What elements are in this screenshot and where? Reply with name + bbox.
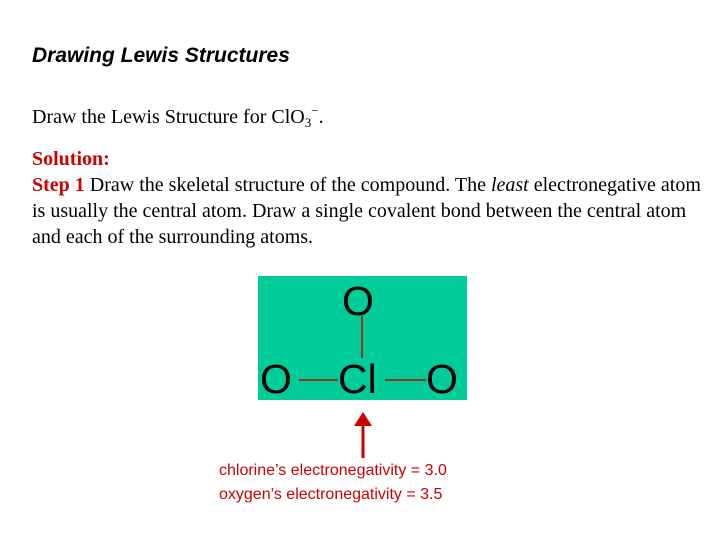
step-text-after: electronegative atom is usually the cent… [32,174,701,248]
step-1-paragraph: Step 1 Draw the skeletal structure of th… [32,172,704,250]
oxygen-electronegativity: oxygen’s electronegativity = 3.5 [219,486,443,503]
chlorine-electronegativity: chlorine’s electronegativity = 3.0 [219,462,447,479]
step-text-before: Draw the skeletal structure of the compo… [84,174,491,196]
formula-charge: − [311,103,319,118]
atom-oxygen-right: O [426,356,458,402]
question-text: Draw the Lewis Structure for ClO3−. [32,103,324,131]
atom-chlorine-center: Cl [338,356,377,402]
slide-title: Drawing Lewis Structures [32,44,290,67]
question-prefix: Draw the Lewis Structure for ClO [32,106,305,128]
step-label: Step 1 [32,174,85,196]
electronegativity-notes: chlorine’s electronegativity = 3.0 oxyge… [219,459,447,507]
arrow-up-icon [354,412,372,458]
step-emphasis: least [490,174,529,196]
formula-subscript: 3 [304,115,312,130]
skeletal-structure-diagram: O O Cl O [258,276,467,400]
bond-lines [299,316,426,381]
atom-oxygen-top: O [342,278,374,324]
solution-block: Solution: Step 1 Draw the skeletal struc… [32,146,704,250]
solution-label: Solution: [32,148,110,170]
question-suffix: . [318,106,324,128]
atom-oxygen-left: O [260,356,292,402]
